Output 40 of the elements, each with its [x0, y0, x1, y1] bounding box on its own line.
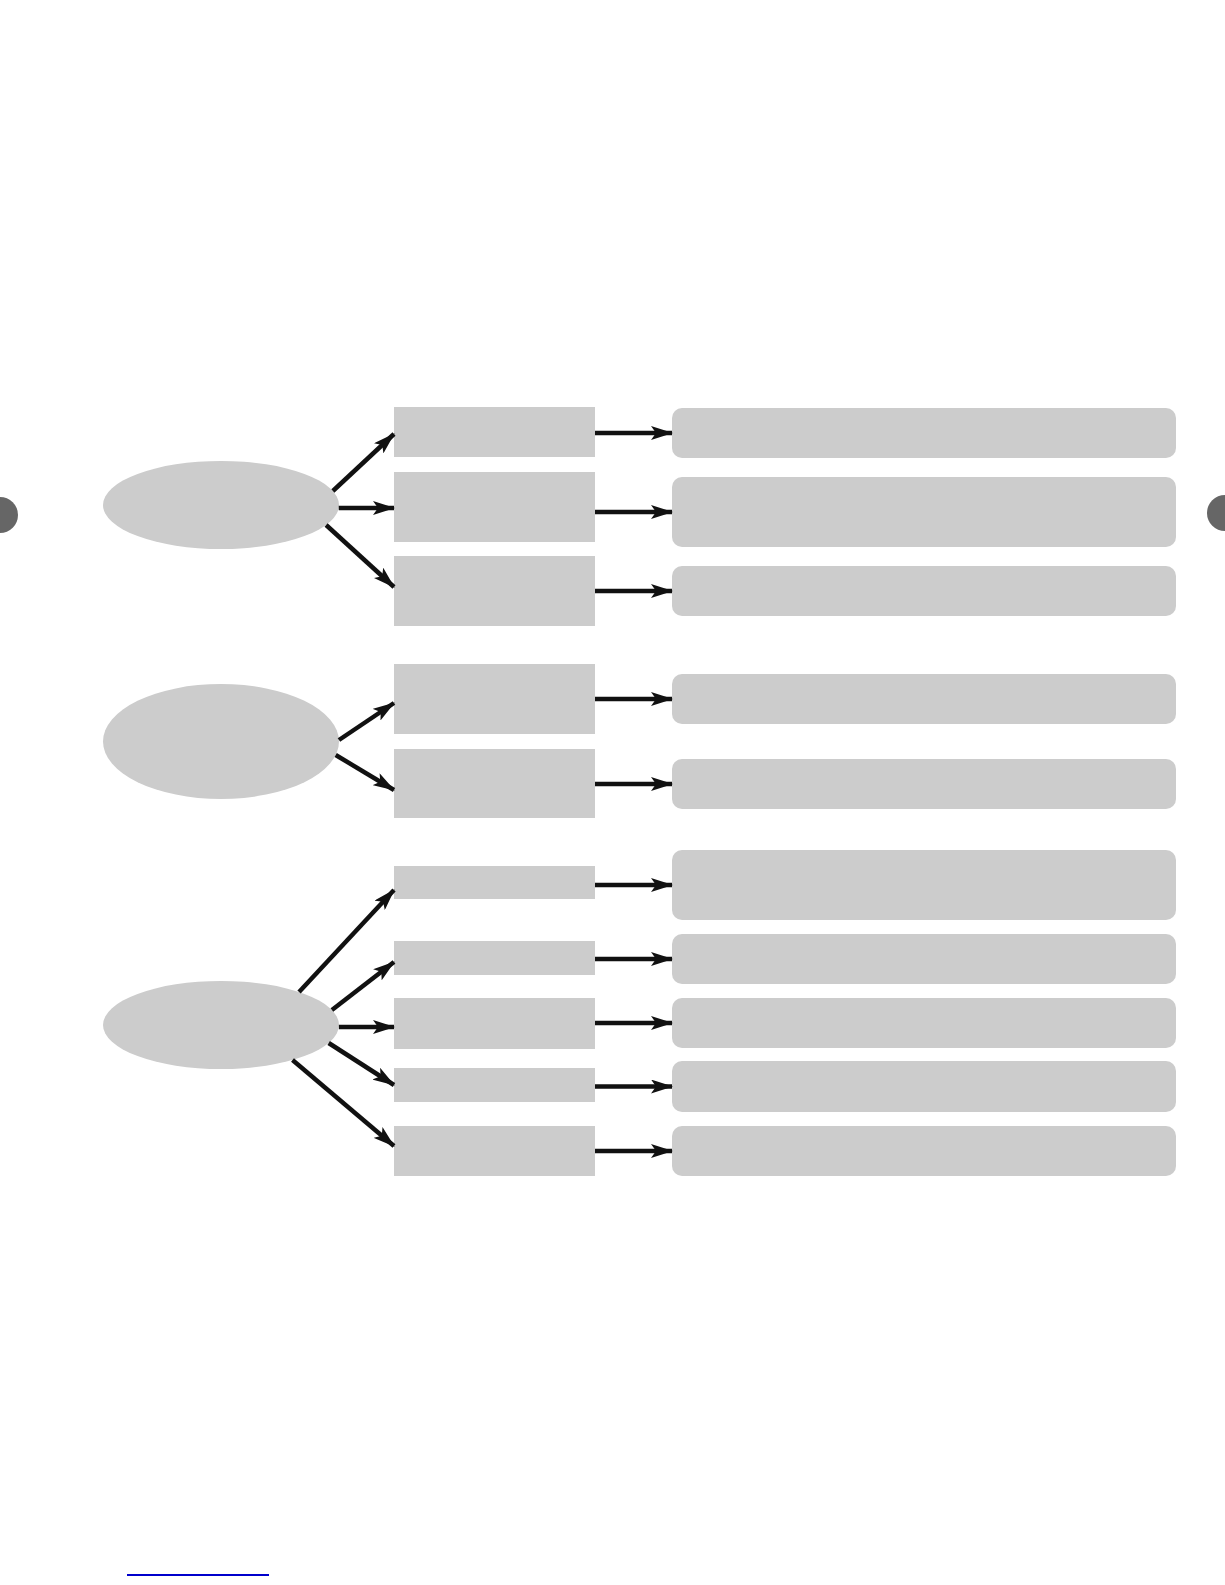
- arrow: [324, 523, 396, 589]
- arrow: [595, 505, 673, 519]
- arrow: [595, 584, 673, 598]
- arrow: [291, 1058, 396, 1148]
- box-node: [394, 866, 595, 899]
- box-node: [394, 556, 595, 626]
- box-node: [394, 998, 595, 1049]
- rounded-box-node: [672, 477, 1176, 547]
- rounded-box-node: [672, 408, 1176, 458]
- arrow: [595, 692, 673, 706]
- arrow: [595, 1016, 673, 1030]
- box-node: [394, 664, 595, 734]
- box-node: [394, 407, 595, 457]
- rounded-box-node: [672, 759, 1176, 809]
- rounded-box-node: [672, 998, 1176, 1048]
- box-node: [394, 1068, 595, 1102]
- arrow: [327, 1041, 396, 1087]
- rounded-box-node: [672, 674, 1176, 724]
- arrow: [330, 960, 396, 1012]
- rounded-box-node: [672, 1061, 1176, 1112]
- box-node: [394, 749, 595, 818]
- arrow: [337, 701, 396, 742]
- arrow: [338, 501, 395, 515]
- arrow: [331, 432, 396, 493]
- arrow: [595, 1144, 673, 1158]
- rounded-box-node: [672, 1126, 1176, 1176]
- arrow: [338, 1020, 395, 1034]
- arrow: [595, 777, 673, 791]
- rounded-box-node: [672, 566, 1176, 616]
- box-node: [394, 1126, 595, 1176]
- arrow: [595, 426, 673, 440]
- arrow: [595, 878, 673, 892]
- rounded-box-node: [672, 850, 1176, 920]
- box-node: [394, 941, 595, 975]
- arrow: [595, 952, 673, 966]
- arrow: [297, 888, 396, 994]
- arrow: [334, 753, 396, 792]
- rounded-box-node: [672, 934, 1176, 984]
- box-node: [394, 472, 595, 542]
- arrow: [595, 1079, 673, 1094]
